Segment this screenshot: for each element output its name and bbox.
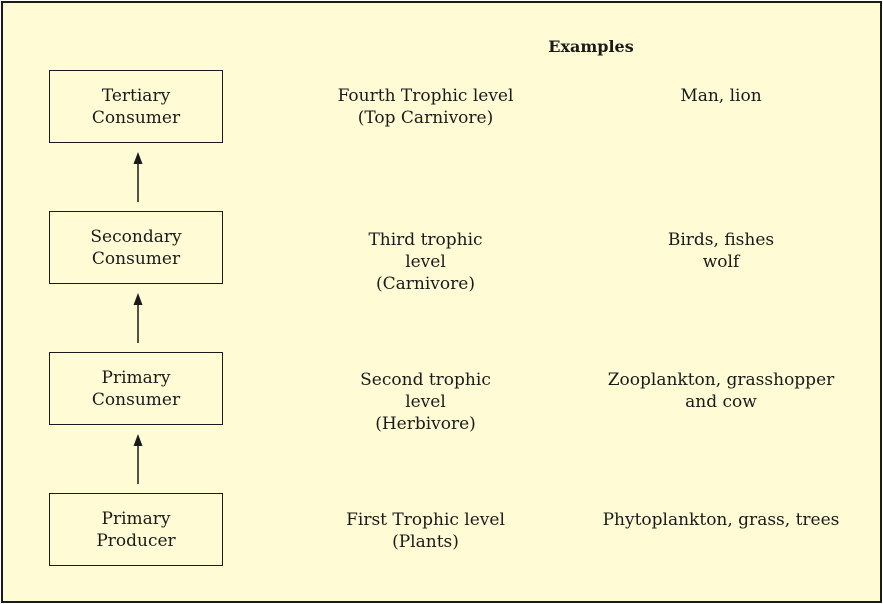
box-primary-producer: Primary Producer xyxy=(49,493,223,566)
examples-producer: Phytoplankton, grass, trees xyxy=(581,509,861,531)
examples-tertiary: Man, lion xyxy=(581,85,861,107)
example-line: Phytoplankton, grass, trees xyxy=(602,510,840,530)
arrow-up-icon xyxy=(133,293,143,343)
box-label-line: Primary xyxy=(101,508,171,529)
example-line: Zooplankton, grasshopper xyxy=(607,370,835,390)
trophic-level-third: Third trophic level (Carnivore) xyxy=(308,229,543,295)
example-line: wolf xyxy=(702,252,740,272)
example-line: Man, lion xyxy=(680,86,762,106)
box-label-line: Consumer xyxy=(91,389,181,410)
box-tertiary-consumer: Tertiary Consumer xyxy=(49,70,223,143)
examples-secondary: Birds, fishes wolf xyxy=(581,229,861,273)
box-primary-consumer: Primary Consumer xyxy=(49,352,223,425)
trophic-line: (Carnivore) xyxy=(376,274,475,294)
box-label-line: Tertiary xyxy=(101,85,171,106)
trophic-level-fourth: Fourth Trophic level (Top Carnivore) xyxy=(308,85,543,129)
trophic-line: level xyxy=(405,252,446,272)
trophic-line: Fourth Trophic level xyxy=(337,86,514,106)
trophic-line: (Top Carnivore) xyxy=(357,108,494,128)
trophic-level-second: Second trophic level (Herbivore) xyxy=(308,369,543,435)
arrow-up-icon xyxy=(133,434,143,484)
box-label-line: Consumer xyxy=(91,107,181,128)
example-line: Birds, fishes xyxy=(667,230,775,250)
examples-header: Examples xyxy=(548,37,634,56)
trophic-line: (Herbivore) xyxy=(375,414,476,434)
box-label-line: Primary xyxy=(101,367,171,388)
trophic-line: Second trophic xyxy=(360,370,491,390)
box-secondary-consumer: Secondary Consumer xyxy=(49,211,223,284)
box-label-line: Consumer xyxy=(91,248,181,269)
examples-primary-consumer: Zooplankton, grasshopper and cow xyxy=(581,369,861,413)
trophic-line: (Plants) xyxy=(392,532,459,552)
arrow-up-icon xyxy=(133,152,143,202)
trophic-level-first: First Trophic level (Plants) xyxy=(308,509,543,553)
trophic-line: First Trophic level xyxy=(346,510,505,530)
trophic-line: level xyxy=(405,392,446,412)
box-label-line: Producer xyxy=(96,530,176,551)
box-label-line: Secondary xyxy=(90,226,182,247)
example-line: and cow xyxy=(685,392,757,412)
trophic-line: Third trophic xyxy=(368,230,483,250)
